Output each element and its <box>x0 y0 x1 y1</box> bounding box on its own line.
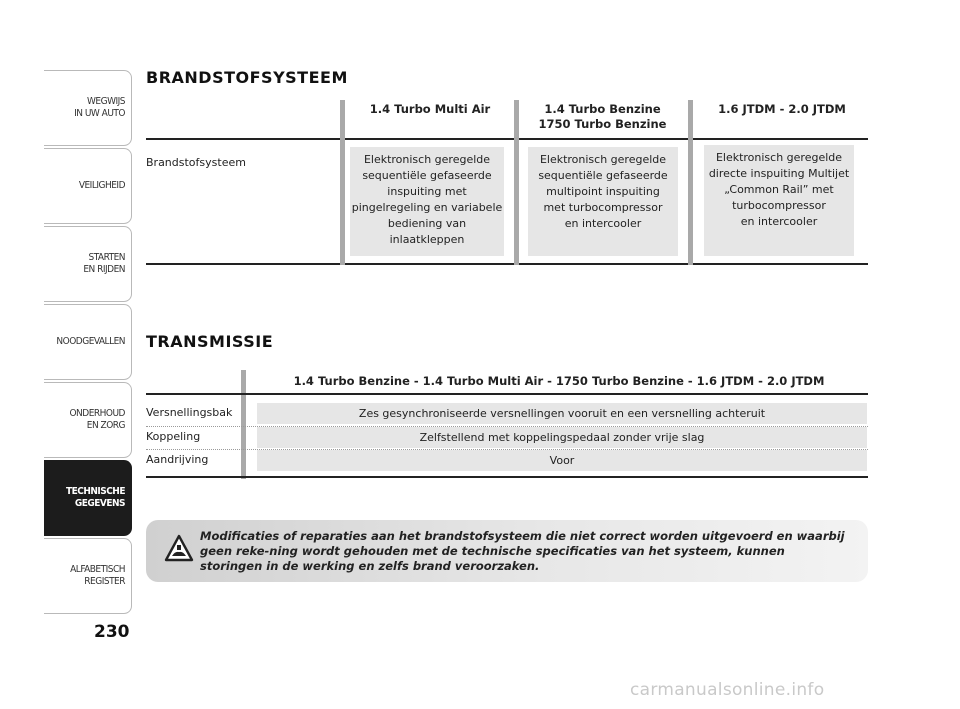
transmission-row-label: Versnellingsbak <box>146 406 233 419</box>
fuel-column-header: 1.6 JTDM - 2.0 JTDM <box>718 102 846 116</box>
tab-onderhoud-en-zorg[interactable]: ONDERHOUD EN ZORG <box>44 382 132 458</box>
tab-starten-en-rijden[interactable]: STARTEN EN RIJDEN <box>44 226 132 302</box>
transmission-table-bottom-rule <box>146 476 868 478</box>
tab-label: STARTEN EN RIJDEN <box>83 252 125 275</box>
column-divider <box>241 370 246 479</box>
column-divider <box>340 100 345 265</box>
fuel-table-bottom-rule <box>146 263 868 265</box>
column-divider <box>514 100 519 265</box>
warning-box: Modificaties of reparaties aan het brand… <box>146 520 868 582</box>
fuel-column-header: 1.4 Turbo Benzine 1750 Turbo Benzine <box>538 102 667 131</box>
page-number: 230 <box>94 622 130 642</box>
tab-label: ALFABETISCH REGISTER <box>70 564 125 587</box>
transmission-row-label: Koppeling <box>146 430 201 443</box>
fuel-table-top-rule <box>146 138 868 140</box>
tab-wegwijs[interactable]: WEGWIJS IN UW AUTO <box>44 70 132 146</box>
transmission-cell: Zes gesynchroniseerde versnellingen voor… <box>257 403 867 424</box>
fuel-cell: Elektronisch geregelde directe inspuitin… <box>704 145 854 256</box>
tab-label: ONDERHOUD EN ZORG <box>69 408 125 431</box>
row-separator <box>146 426 868 427</box>
tab-label: VEILIGHEID <box>78 180 126 191</box>
transmission-cell: Zelfstellend met koppelingspedaal zonder… <box>257 427 867 448</box>
warning-text: Modificaties of reparaties aan het brand… <box>200 529 845 573</box>
fuel-cell: Elektronisch geregelde sequentiële gefas… <box>350 147 504 256</box>
fuel-system-heading: BRANDSTOFSYSTEEM <box>146 68 348 87</box>
tab-label: NOODGEVALLEN <box>56 336 125 347</box>
transmission-table-top-rule <box>146 393 868 395</box>
transmission-column-header: 1.4 Turbo Benzine - 1.4 Turbo Multi Air … <box>293 374 825 388</box>
watermark: carmanualsonline.info <box>630 680 825 700</box>
warning-triangle-icon <box>164 534 194 562</box>
fuel-row-label: Brandstofsysteem <box>146 156 246 169</box>
row-separator <box>146 449 868 450</box>
tab-label: TECHNISCHE GEGEVENS <box>65 486 126 509</box>
transmission-cell: Voor <box>257 450 867 471</box>
transmission-heading: TRANSMISSIE <box>146 332 274 351</box>
tab-veiligheid[interactable]: VEILIGHEID <box>44 148 132 224</box>
tab-technische-gegevens[interactable]: TECHNISCHE GEGEVENS <box>44 460 132 536</box>
tab-label: WEGWIJS IN UW AUTO <box>74 96 125 119</box>
tab-alfabetisch-register[interactable]: ALFABETISCH REGISTER <box>44 538 132 614</box>
transmission-row-label: Aandrijving <box>146 453 209 466</box>
tab-noodgevallen[interactable]: NOODGEVALLEN <box>44 304 132 380</box>
column-divider <box>688 100 693 265</box>
fuel-column-header: 1.4 Turbo Multi Air <box>369 102 491 116</box>
fuel-cell: Elektronisch geregelde sequentiële gefas… <box>528 147 678 256</box>
